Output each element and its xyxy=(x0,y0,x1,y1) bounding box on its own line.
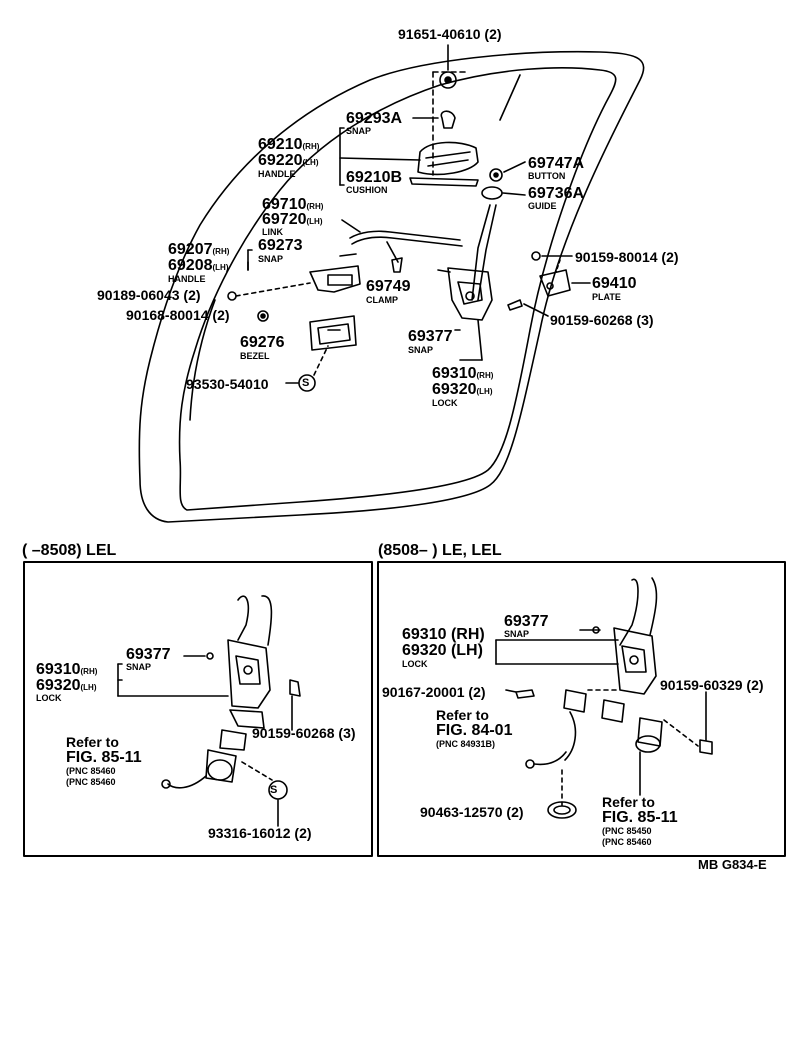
label-90159-80014: 90159-80014 (2) xyxy=(575,249,679,265)
left-label-93316-16012: 93316-16012 (2) xyxy=(208,825,312,841)
label-69293a: 69293A xyxy=(346,110,403,127)
screw-90189 xyxy=(227,282,311,301)
right-bracket-69310 xyxy=(495,639,619,665)
right-lock-assembly xyxy=(505,577,713,819)
right-label-90463-12570: 90463-12570 (2) xyxy=(420,804,524,820)
left-label-lock: LOCK xyxy=(36,693,62,703)
label-91651-40610: 91651-40610 (2) xyxy=(398,26,502,42)
door-lock-69310 xyxy=(437,267,493,361)
right-box-frame xyxy=(377,561,786,857)
right-label-90167-20001: 90167-20001 (2) xyxy=(382,684,486,700)
screw-90168 xyxy=(257,310,269,322)
s-marker-left: S xyxy=(270,784,278,796)
label-guide: GUIDE xyxy=(528,201,557,211)
right-label-69377: 69377 xyxy=(504,613,549,630)
label-cushion: CUSHION xyxy=(346,185,388,195)
outside-handle-69207 xyxy=(247,253,361,293)
left-bracket-69310 xyxy=(117,663,229,697)
clamp-69749 xyxy=(391,257,403,273)
guide-69736a xyxy=(481,186,526,200)
label-69210: 69210(RH) xyxy=(258,136,320,153)
label-90168-80014: 90168-80014 (2) xyxy=(126,307,230,323)
left-label-69377: 69377 xyxy=(126,646,171,663)
right-label-90159-60329: 90159-60329 (2) xyxy=(660,677,764,693)
inside-handle-69210 xyxy=(409,141,479,187)
label-69377: 69377 xyxy=(408,328,453,345)
label-69747a: 69747A xyxy=(528,155,585,172)
screw-90159-60268 xyxy=(507,299,549,317)
label-handle-69207: HANDLE xyxy=(168,274,206,284)
label-lock: LOCK xyxy=(432,398,458,408)
left-label-69320: 69320(LH) xyxy=(36,677,97,694)
label-snap-69293a: SNAP xyxy=(346,126,372,136)
left-label-90159-60268: 90159-60268 (3) xyxy=(252,725,356,741)
label-69207: 69207(RH) xyxy=(168,241,230,258)
bezel-69276 xyxy=(309,315,357,351)
right-label-69310: 69310 (RH) xyxy=(402,626,485,643)
label-93530-54010: 93530-54010 xyxy=(186,376,269,392)
right-refer-fig-85-11: Refer to FIG. 85-11 (PNC 85450 (PNC 8546… xyxy=(602,794,678,847)
label-plate: PLATE xyxy=(592,292,621,302)
label-69320: 69320(LH) xyxy=(432,381,493,398)
label-69410: 69410 xyxy=(592,275,637,292)
label-69736a: 69736A xyxy=(528,185,585,202)
right-label-lock: LOCK xyxy=(402,659,428,669)
label-90189-06043: 90189-06043 (2) xyxy=(97,287,201,303)
left-box-frame xyxy=(23,561,373,857)
snap-69293a xyxy=(412,110,456,129)
striker-plate-69410 xyxy=(539,269,591,297)
bracket-69207 xyxy=(247,249,253,271)
label-69276: 69276 xyxy=(240,334,285,351)
left-lock-assembly xyxy=(161,595,301,827)
label-snap-69377: SNAP xyxy=(408,345,434,355)
label-90159-60268: 90159-60268 (3) xyxy=(550,312,654,328)
right-label-snap: SNAP xyxy=(504,629,530,639)
figure-code: MB G834-E xyxy=(698,857,767,872)
left-refer-fig-85-11: Refer to FIG. 85-11 (PNC 85460 (PNC 8546… xyxy=(66,734,142,787)
label-button: BUTTON xyxy=(528,171,566,181)
left-box-header: ( –8508) LEL xyxy=(22,542,117,559)
label-bezel: BEZEL xyxy=(240,351,270,361)
label-69310: 69310(RH) xyxy=(432,365,494,382)
cap-93530 xyxy=(285,345,329,392)
label-clamp: CLAMP xyxy=(366,295,398,305)
label-69720: 69720(LH) xyxy=(262,211,323,228)
label-69220: 69220(LH) xyxy=(258,152,319,169)
label-69273: 69273 xyxy=(258,237,303,254)
label-handle-69210: HANDLE xyxy=(258,169,296,179)
label-link: LINK xyxy=(262,227,283,237)
label-69208: 69208(LH) xyxy=(168,257,229,274)
s-marker-main: S xyxy=(302,377,310,389)
door-panel-outline xyxy=(138,50,645,523)
left-label-69310: 69310(RH) xyxy=(36,661,98,678)
label-69710: 69710(RH) xyxy=(262,196,324,213)
screw-90159-80014 xyxy=(531,251,573,273)
label-69749: 69749 xyxy=(366,278,411,295)
left-label-snap: SNAP xyxy=(126,662,152,672)
label-69210b: 69210B xyxy=(346,169,403,186)
right-refer-fig-84-01: Refer to FIG. 84-01 (PNC 84931B) xyxy=(436,707,513,750)
label-snap-69273: SNAP xyxy=(258,254,284,264)
bracket-69210 xyxy=(339,127,421,186)
right-box-header: (8508– ) LE, LEL xyxy=(378,542,502,559)
right-label-69320: 69320 (LH) xyxy=(402,642,483,659)
lock-button-69747a xyxy=(489,161,526,182)
